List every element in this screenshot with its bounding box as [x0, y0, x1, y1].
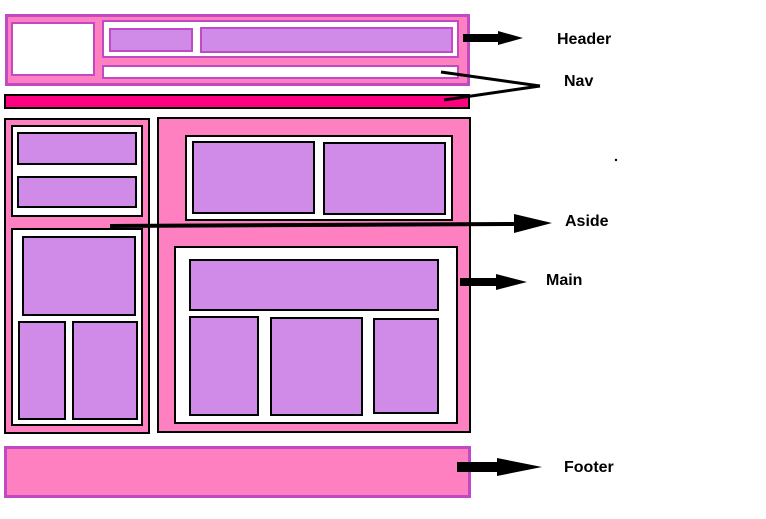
aside-top-block-2	[17, 176, 137, 208]
main-bottom-wide-block	[189, 259, 439, 311]
main-top-block-right	[323, 142, 446, 215]
label-footer: Footer	[564, 459, 614, 476]
nav-pointer	[440, 70, 541, 102]
aside-bottom-block-top	[22, 236, 136, 316]
main-bottom-block-3	[373, 318, 439, 414]
header-small-block	[109, 28, 193, 52]
label-main: Main	[546, 272, 583, 289]
aside-bottom-block-left	[18, 321, 66, 420]
header-logo-block	[11, 22, 95, 76]
main-bottom-block-1	[189, 316, 259, 416]
main-top-block-left	[192, 141, 315, 214]
aside-top-block-1	[17, 132, 137, 165]
header-bottom-strip	[102, 65, 459, 79]
main-bottom-block-2	[270, 317, 363, 416]
label-aside: Aside	[565, 213, 609, 230]
label-nav: Nav	[564, 73, 594, 90]
aside-arrow	[109, 214, 552, 233]
header-wide-block	[200, 27, 453, 53]
footer-arrow	[457, 458, 542, 476]
footer-region	[4, 446, 471, 498]
label-header: Header	[557, 31, 612, 48]
main-arrow	[460, 274, 527, 290]
nav-bar	[4, 94, 470, 109]
stray-dot	[614, 158, 618, 162]
header-arrow	[463, 31, 523, 45]
aside-bottom-block-right	[72, 321, 138, 420]
